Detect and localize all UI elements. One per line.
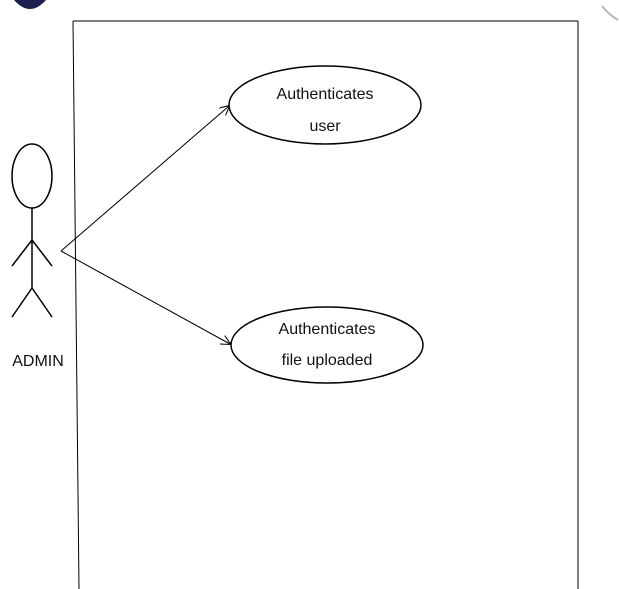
corner-blob-shape [14, 0, 46, 9]
use-case-authenticates-file-uploaded: Authenticates file uploaded [230, 306, 424, 384]
system-boundary [72, 20, 579, 589]
use-case-label-line: file uploaded [282, 352, 373, 369]
use-case-label-line: user [309, 118, 341, 135]
actor-label: ADMIN [12, 353, 64, 370]
association-arrow-authenticates-user [60, 106, 229, 252]
admin-actor-icon [11, 143, 53, 318]
use-case-authenticates-user: Authenticates user [228, 65, 422, 145]
corner-mark-shape [601, 5, 619, 21]
use-case-label-line: Authenticates [279, 321, 376, 338]
use-case-label-line: Authenticates [277, 86, 374, 103]
association-arrow-authenticates-file [60, 250, 230, 344]
